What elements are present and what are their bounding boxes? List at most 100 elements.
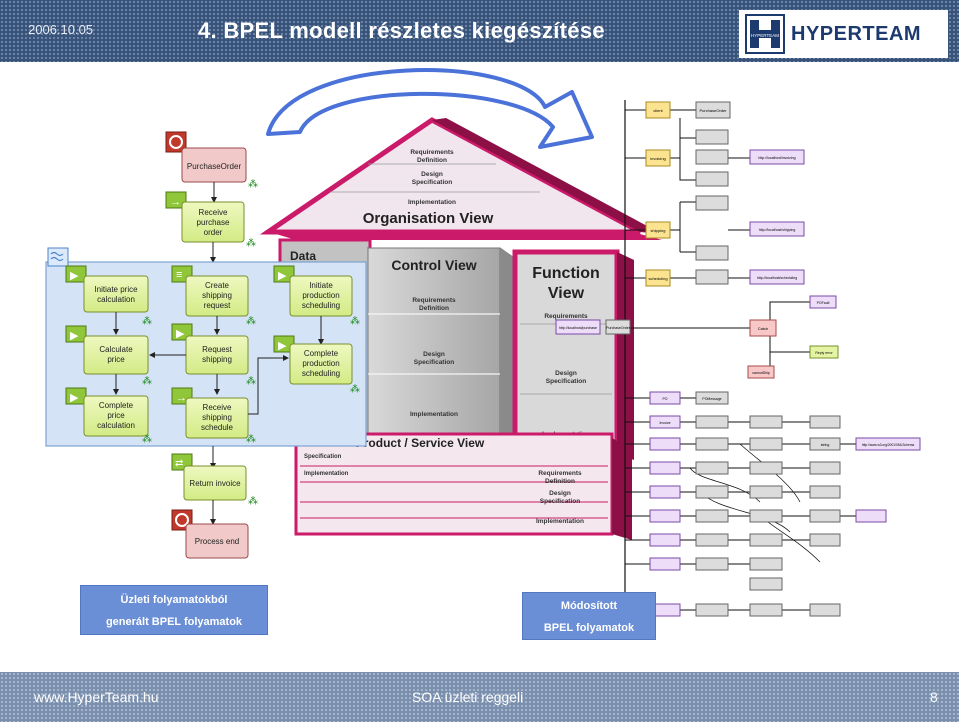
control-layer-2: Definition [419,305,449,312]
start-event-label: PurchaseOrder [187,162,242,171]
complete-production-line3: scheduling [302,369,340,378]
bpel-branch-scheduling: scheduling http://localhost/scheduling [625,269,805,287]
transform-arrow [266,68,594,149]
logo-small-text: HYPERTEAM [751,33,779,38]
data-view-label: Data [290,249,316,263]
receive-schedule-line1: Receive [203,403,232,412]
caption-generated-bpel: Üzleti folyamatokból generált BPEL folya… [80,585,268,635]
hyperteam-logo: HYPERTEAM HYPERTEAM [739,10,948,58]
receive-schedule-line3: schedule [201,423,234,432]
bpel-node-label: invoicing [650,156,666,161]
receive-schedule-line2: shipping [202,413,232,422]
arrow-right-icon: → [170,196,181,208]
bpel-node-label: scheduling [648,276,667,281]
receive-po-line3: order [204,228,223,237]
arrow-right-icon: → [176,392,187,404]
node-tree-icon: ⁂ [350,316,360,327]
bpel-node-label: Reply error [815,351,833,355]
initiate-production-line2: production [302,291,339,300]
calculate-price-line2: price [107,355,125,364]
end-event-label: Process end [195,537,239,546]
arrow-right-icon: ▶ [176,328,185,340]
control-layer-3: Design [423,351,445,358]
bpel-node-label: shipping [651,228,666,233]
bpel-process-diagram: PurchaseOrder ⁂ → Receive purchase order… [45,131,367,559]
create-shipping-line3: request [204,301,231,310]
bpel-branch-invoicing: invoicing http://localhost/invoicing [625,149,805,167]
initiate-price-activity: ▶ Initiate price calculation ⁂ [65,265,152,327]
function-view-label-2: View [548,285,585,302]
arrow-right-icon: ▶ [278,270,287,282]
main-diagram: Requirements Definition Design Specifica… [45,68,921,622]
request-shipping-activity: ▶ Request shipping ⁂ [171,323,256,387]
organisation-view-label: Organisation View [363,210,494,227]
initiate-production-line3: scheduling [302,301,340,310]
node-tree-icon: ⁂ [248,496,258,507]
bpel-node-label: http://www.w3.org/2001/XMLSchema [862,443,914,447]
node-tree-icon: ⁂ [142,316,152,327]
caption-modified-bpel: Módosított BPEL folyamatok [522,592,656,640]
roof-layer-2: Definition [417,157,447,164]
node-tree-icon: ⁂ [246,238,256,249]
control-layer-5: Implementation [410,411,458,418]
roof-layer-4: Specification [412,179,452,186]
footer-website: www.HyperTeam.hu [34,689,159,705]
bpel-node-label: client [653,108,663,113]
node-tree-icon: ⁂ [142,434,152,445]
receive-po-line2: purchase [197,218,230,227]
product-layer-4: Specification [540,498,580,505]
receive-po-activity: → Receive purchase order ⁂ [165,191,256,249]
return-invoice-activity: ⇄ Return invoice ⁂ [171,453,258,507]
node-tree-icon: ⁂ [246,316,256,327]
complete-production-activity: ▶ Complete production scheduling ⁂ [273,335,360,395]
bpel-node-label: http://localhost/purchase [559,326,597,330]
reply-icon: ⇄ [175,458,183,469]
control-layer-1: Requirements [412,297,456,304]
calculate-price-line1: Calculate [99,345,133,354]
receive-po-line1: Receive [199,208,228,217]
bpel-branch-lower [625,397,856,611]
bpel-lower-nodes: PO POMessage Invoice string http://www.w… [649,391,921,617]
bpel-tree-diagram: client PurchaseOrder invoicing http://lo… [555,100,921,622]
roof-layer-1: Requirements [410,149,454,156]
node-tree-icon: ⁂ [350,384,360,395]
caption-right-line1: Módosított [560,600,618,612]
bpel-node-label: PurchaseOrder [606,326,631,330]
create-shipping-line1: Create [205,281,230,290]
bpel-node-label: Invoice [659,421,670,425]
function-view-label-1: Function [532,265,600,282]
page-number: 8 [930,689,938,705]
caption-right-line2: BPEL folyamatok [543,622,635,634]
base-left-1: Specification [304,454,342,460]
footer-event: SOA üzleti reggeli [412,689,524,705]
flow-icon [47,247,69,267]
create-shipping-line2: shipping [202,291,232,300]
product-view-label: Product / Service View [356,436,485,450]
initiate-price-line1: Initiate price [94,285,138,294]
request-shipping-line2: shipping [202,355,232,364]
arrow-right-icon: ▶ [70,392,79,404]
caption-left-line2: generált BPEL folyamatok [105,616,243,628]
roof-layer-3: Design [421,171,443,178]
receive-schedule-activity: → Receive shipping schedule ⁂ [171,387,256,445]
arrow-right-icon: ▶ [278,340,287,352]
bpel-node-label: http://localhost/invoicing [758,156,795,160]
initiate-production-activity: ▶ Initiate production scheduling ⁂ [273,265,360,327]
logo-text: HYPERTEAM [791,23,922,45]
bpel-node-label: PurchaseOrder [699,108,727,113]
start-event: PurchaseOrder ⁂ [165,131,258,190]
header-date: 2006.10.05 [28,22,94,37]
bpel-branch-catch: http://localhost/purchase PurchaseOrder … [555,295,839,379]
bpel-node-label: POMessage [702,397,721,401]
product-layer-2: Definition [545,478,575,485]
function-layer-1: Requirements [544,313,588,320]
arrow-right-icon: ▶ [70,330,79,342]
node-tree-icon: ⁂ [142,376,152,387]
bpel-node-label: string [821,443,830,447]
function-layer-2: Design [555,370,577,377]
node-tree-icon: ⁂ [246,376,256,387]
bpel-node-label: http://localhost/shipping [759,228,796,232]
return-invoice-label: Return invoice [189,479,241,488]
bpel-node-label: http://localhost/scheduling [757,276,797,280]
end-event: Process end [171,509,249,559]
